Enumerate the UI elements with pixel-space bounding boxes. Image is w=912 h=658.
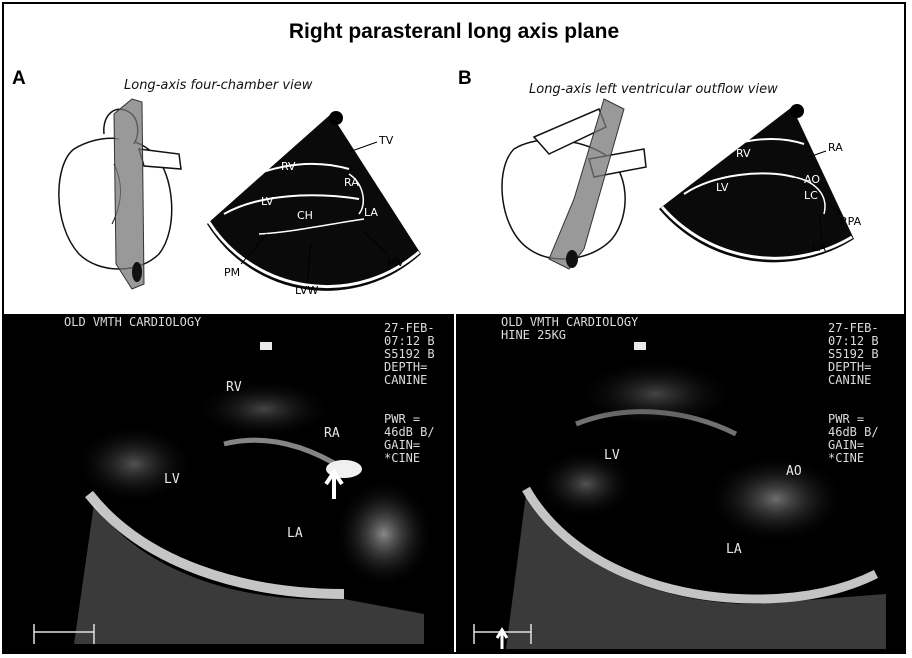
echo-left-header: OLD VMTH CARDIOLOGY (64, 316, 201, 329)
panel-a-label-rv: RV (281, 160, 296, 173)
echo-right-side-text: 27-FEB- 07:12 B S5192 B DEPTH= CANINE PW… (828, 322, 879, 465)
panel-b-heart-illustration (494, 99, 674, 279)
echo-left-label-la: LA (287, 526, 303, 541)
echo-left-label-rv: RV (226, 380, 242, 395)
echo-right-label-ao: AO (786, 464, 802, 479)
panel-a-label-tv: TV (378, 134, 394, 147)
panel-b-label-rpa: RPA (840, 215, 862, 228)
panel-b-letter: B (458, 68, 472, 90)
echo-right-label-lv: LV (604, 448, 620, 463)
panel-b-caption: Long-axis left ventricular outflow view (529, 82, 778, 97)
echo-image-right: OLD VMTH CARDIOLOGY HINE 25KG 27-FEB- 07… (456, 314, 906, 654)
panel-b-echo-sector-diagram: RV LV AO LC RA RPA LA (654, 99, 884, 299)
panel-a-caption: Long-axis four-chamber view (124, 78, 312, 93)
panel-b-label-la: LA (812, 241, 826, 254)
echo-left-label-lv: LV (164, 472, 180, 487)
figure-title: Right parasteranl long axis plane (4, 20, 904, 44)
echo-right-subheader: HINE 25KG (501, 329, 566, 342)
panel-b-label-rv: RV (736, 147, 751, 160)
panel-a-label-ch: CH (297, 209, 313, 222)
panel-a-label-mv: MV (387, 256, 404, 269)
echo-left-side-text: 27-FEB- 07:12 B S5192 B DEPTH= CANINE PW… (384, 322, 435, 465)
panel-a-label-lv: LV (261, 195, 274, 208)
echo-right-label-la: LA (726, 542, 742, 557)
panel-a-label-ra: RA (344, 176, 359, 189)
panel-a-echo-sector-diagram: RV RA LV CH LA TV PM MV LVW (199, 104, 429, 304)
echo-image-left: OLD VMTH CARDIOLOGY 27-FEB- 07:12 B S519… (4, 314, 454, 654)
panel-b-label-ra: RA (828, 141, 843, 154)
panel-a-letter: A (12, 68, 26, 90)
panel-b-label-lv: LV (716, 181, 729, 194)
panel-a-label-lvw: LVW (295, 284, 318, 297)
panel-a-label-pm: PM (224, 266, 240, 279)
panel-b-label-lc: LC (804, 189, 818, 202)
echo-left-label-ra: RA (324, 426, 340, 441)
panel-b-label-ao: AO (804, 173, 820, 186)
panel-a-heart-illustration (44, 94, 214, 294)
panel-a-label-la: LA (364, 206, 378, 219)
